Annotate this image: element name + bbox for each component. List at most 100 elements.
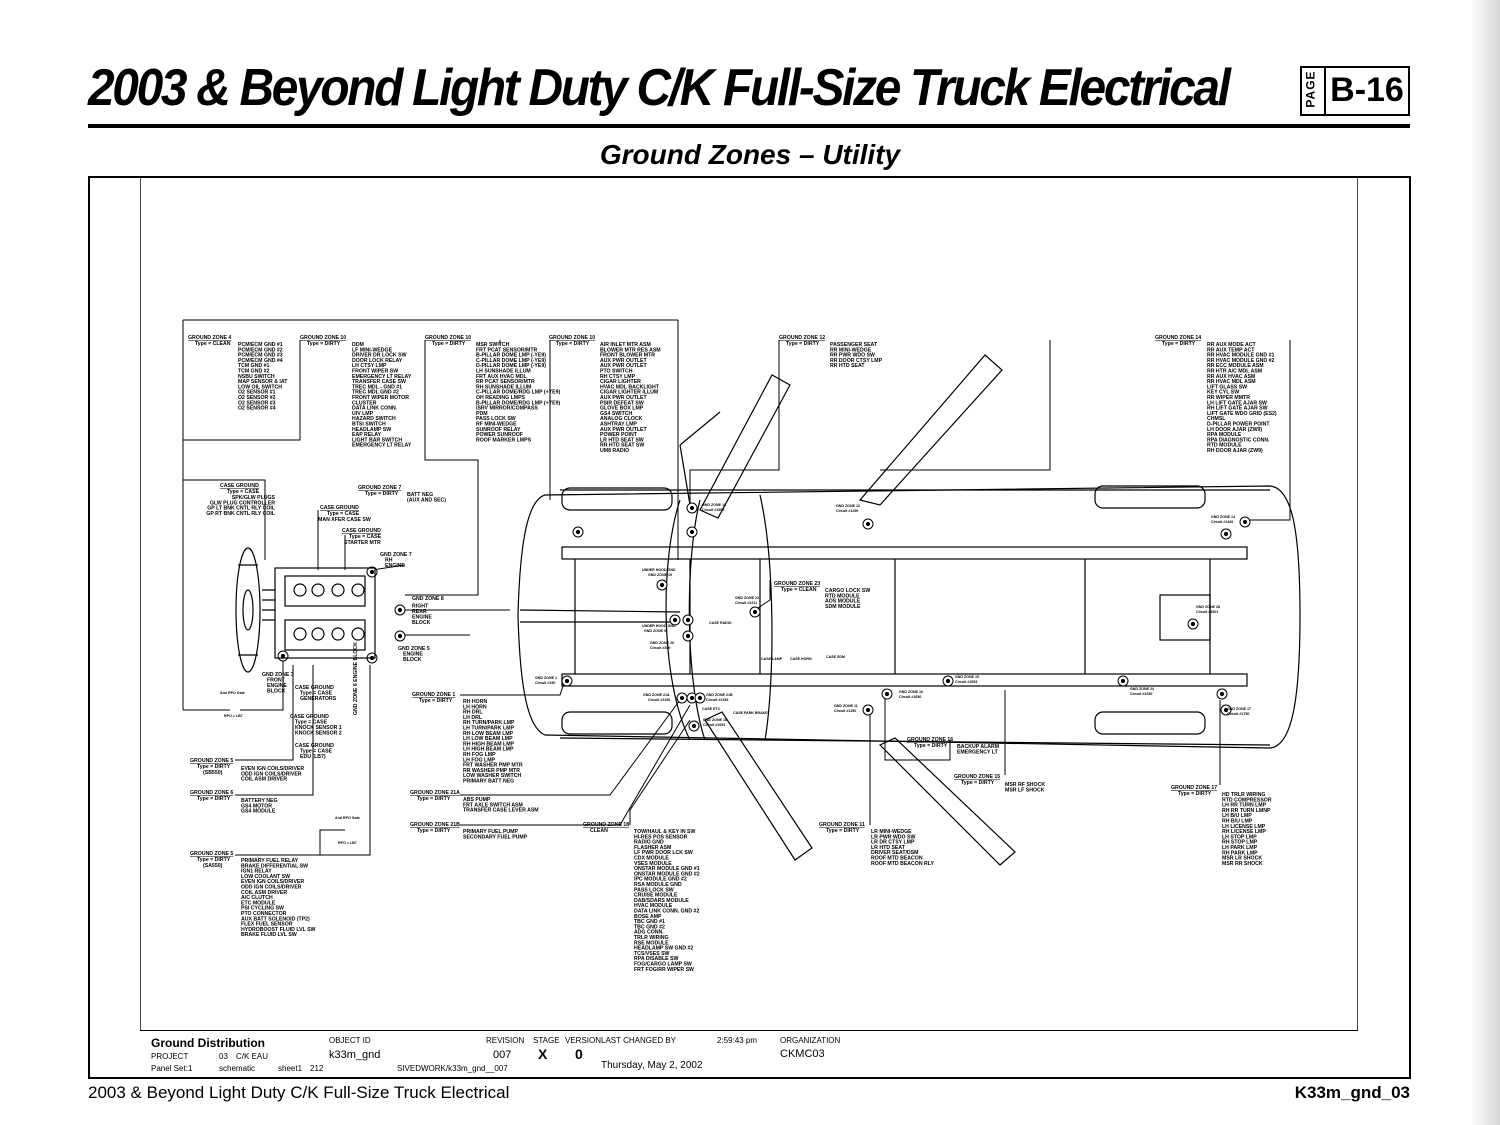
zone-item: RH DOOR AJAR (ZW9) xyxy=(1207,448,1263,454)
last-changed-label: LAST CHANGED BY xyxy=(601,1036,676,1045)
zone-item: EVEN IGN COILS/DRIVER xyxy=(241,879,304,885)
zone-item: COIL ASM DRIVER xyxy=(241,777,287,783)
gz5-drop xyxy=(235,665,294,761)
case-ground-wire xyxy=(183,479,266,560)
small-label-gz28: GND ZONE 28 xyxy=(1196,605,1220,609)
zone-item: LH HORN xyxy=(463,704,487,710)
door-hinge-left xyxy=(679,411,721,506)
project-num: 03 xyxy=(219,1052,228,1061)
engine-label: RH xyxy=(385,558,393,564)
zone-item: ISRV MIRROR/COMPASS xyxy=(476,406,538,412)
zone-item: C-PILLAR DOME/RDG LMP (+YE9) xyxy=(476,390,560,396)
wiring xyxy=(182,319,1291,856)
diagram-subtitle: Ground Zones – Utility xyxy=(599,139,901,170)
zone-item: RR WIPER MMTR xyxy=(1207,395,1250,401)
door-arc-3 xyxy=(759,494,773,741)
zone-item: EMERGENCY LT RELAY xyxy=(352,374,412,380)
zone-title: GROUND ZONE 1 xyxy=(412,692,455,698)
zone-item: RF MINI-WEDGE xyxy=(476,422,517,428)
zone-item: LIGHT BAR SWITCH xyxy=(352,437,402,443)
zone-title: GROUND ZONE 10 xyxy=(425,335,471,341)
zone-item: CHMSL xyxy=(1207,416,1226,422)
zone-item: RR HVAC MDL ASM xyxy=(1207,379,1256,385)
zone-item: GLOVE BOX LMP xyxy=(600,406,644,412)
small-label-gz21bc: Circuit #2153 xyxy=(706,698,728,702)
zone-type: Type = DIRTY xyxy=(1178,791,1212,797)
zone-item: RTD COMPRESSOR xyxy=(1222,797,1272,803)
zone-item: MSR RF SHOCK xyxy=(1005,782,1045,788)
small-label-case_etc: CASE ETC xyxy=(702,707,721,711)
zone-item: EAP RELAY xyxy=(352,432,382,438)
zone-item: TOW/HAUL & KEY IN SW xyxy=(634,829,695,835)
small-label-gz22c: Circuit #2211 xyxy=(735,601,757,605)
small-label-gz24: GND ZONE 24 xyxy=(1130,687,1154,691)
zone-item: ONSTAR MODULE GND #2 xyxy=(634,871,700,877)
zone-title: GROUND ZONE 16 xyxy=(907,737,953,743)
gz7-wire xyxy=(405,340,479,596)
zone-item: FRT AXLE SWITCH ASM xyxy=(463,802,523,808)
zone-item: FLASHER ASM xyxy=(634,845,671,851)
zone-item: TREC MDL - GND #1 xyxy=(352,384,402,390)
zone-item: MSR RR SHOCK xyxy=(1222,861,1263,867)
gz12-wire xyxy=(689,340,780,505)
zone-item: COIL ASM DRIVER xyxy=(241,890,287,896)
engine-label: KNOCK SENSOR 1 xyxy=(295,725,342,731)
time: 2:59:43 pm xyxy=(717,1036,758,1045)
zone-item: AUX PWR OUTLET xyxy=(600,427,648,433)
zone-item: D-PILLAR POWER POINT xyxy=(1207,422,1270,428)
zone-item: HEADLAMP SW xyxy=(352,427,391,433)
engine-label: GND ZONE 7 xyxy=(380,552,412,558)
small-label-gz21as: GND ZONE 21A xyxy=(643,693,670,697)
truck-sill-line xyxy=(559,737,1271,746)
small-label-under_hood_2b: GND ZONE 9 xyxy=(644,629,666,633)
zone-type: Type = CLEAN xyxy=(781,587,817,593)
zone-item: AIR INLET MTR ASM xyxy=(600,342,651,348)
zone-title: CASE GROUND xyxy=(220,483,259,489)
engine-label: ENGINE xyxy=(267,683,287,689)
zone-item: RR MINI-WEDGE xyxy=(830,347,872,353)
engine-label: Type = CASE xyxy=(300,691,333,697)
zone-item: HVAC MODULE xyxy=(634,903,673,909)
engine-label: CASE GROUND xyxy=(295,685,334,691)
zone-item: RSA MODULE GND xyxy=(634,882,682,888)
rpo-wire-2 xyxy=(319,829,345,855)
zone-item: LH LIFT GATE AJAR SW xyxy=(1207,400,1267,406)
zone-item: TRANSFER CASE SW xyxy=(352,379,406,385)
zone-item: LH HIGH BEAM LMP xyxy=(463,747,514,753)
zone-item: PASS LOCK SW xyxy=(634,887,674,893)
zone-item: FRT PCAT SENSOR/MTR xyxy=(476,347,538,353)
zone-item: LH B/U LMP xyxy=(1222,813,1252,819)
small-label-gz21bs: GND ZONE 21B xyxy=(706,693,733,697)
gz6-drop xyxy=(235,665,314,796)
zone-title: GROUND ZONE 7 xyxy=(358,485,401,491)
sheet-num: 212 xyxy=(310,1064,324,1073)
zone-item: UM8 RADIO xyxy=(600,448,629,454)
zone-item: DAB/SDARS MODULE xyxy=(634,898,689,904)
zone-item: LF MINI-WEDGE xyxy=(352,347,393,353)
zone-item: A/C CLUTCH xyxy=(241,895,273,901)
engine-label: GND ZONE 3 xyxy=(262,672,294,678)
zone-item: PDM xyxy=(476,411,488,417)
zone-item: RH DRL xyxy=(463,710,483,716)
page-number: B-16 xyxy=(1330,71,1404,109)
zone-item: SECONDARY FUEL PUMP xyxy=(463,834,528,840)
engine-label: GND ZONE 8 xyxy=(412,596,444,602)
engine-head-right xyxy=(284,619,366,651)
small-label-under_hood_1: UNDER HOOD GND xyxy=(642,568,676,572)
zone-title: GROUND ZONE 23 xyxy=(774,581,820,587)
zone-item: RH B/U LMP xyxy=(1222,819,1253,825)
zone-item: RR AUX TEMP ACT xyxy=(1207,347,1255,353)
zone-item: RTD MODULE xyxy=(825,593,860,599)
schematic: schematic xyxy=(219,1064,256,1073)
zone-item: TBC GND #2 xyxy=(634,924,665,930)
zone-type: Type = CASE xyxy=(327,511,360,517)
